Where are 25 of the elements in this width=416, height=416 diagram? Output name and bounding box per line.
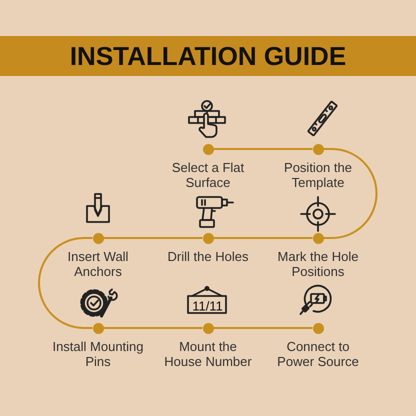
- step-dot: [202, 144, 214, 154]
- connector-line: [104, 327, 202, 329]
- step-dot: [92, 322, 104, 334]
- step-dot: [312, 144, 324, 154]
- step-label: Drill the Holes: [168, 249, 248, 264]
- connector-line: [324, 148, 378, 239]
- connector-line: [38, 237, 92, 329]
- step-label: Insert Wall Anchors: [68, 249, 128, 279]
- connector-line: [214, 148, 312, 150]
- step-dot: [202, 232, 214, 244]
- step-dot: [312, 322, 324, 334]
- step-label: Mark the Hole Positions: [278, 249, 358, 279]
- title: INSTALLATION GUIDE: [70, 41, 346, 71]
- connector-line: [214, 327, 312, 329]
- connector-line: [214, 237, 312, 239]
- step-dot: [92, 232, 104, 244]
- step-label: Select a Flat Surface: [172, 160, 244, 190]
- step-label: Install Mounting Pins: [52, 339, 144, 369]
- step-dot: [202, 322, 214, 334]
- step-label: Connect to Power Source: [277, 339, 359, 369]
- house-number: 11/11: [192, 299, 223, 312]
- step-label: Position the Template: [284, 160, 352, 190]
- connector-line: [104, 237, 202, 239]
- step-label: Mount the House Number: [164, 339, 252, 369]
- step-dot: [312, 232, 324, 244]
